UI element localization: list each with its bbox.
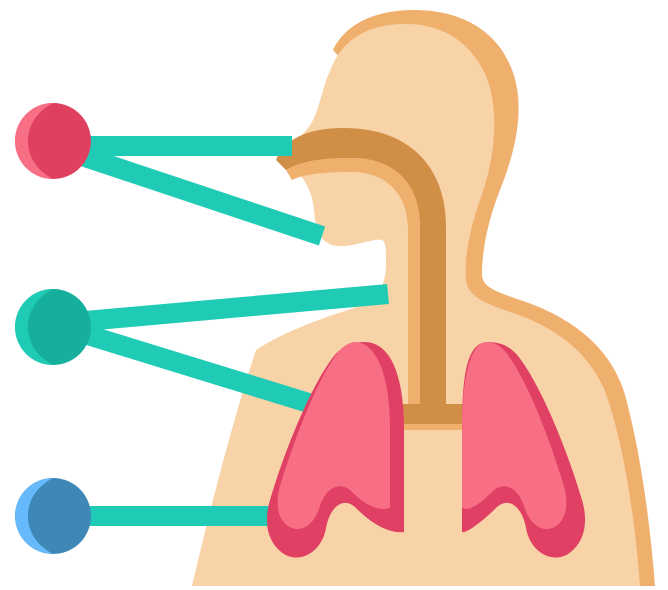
upper-marker (15, 103, 91, 179)
middle-marker (15, 289, 91, 365)
lower-marker (15, 478, 91, 554)
